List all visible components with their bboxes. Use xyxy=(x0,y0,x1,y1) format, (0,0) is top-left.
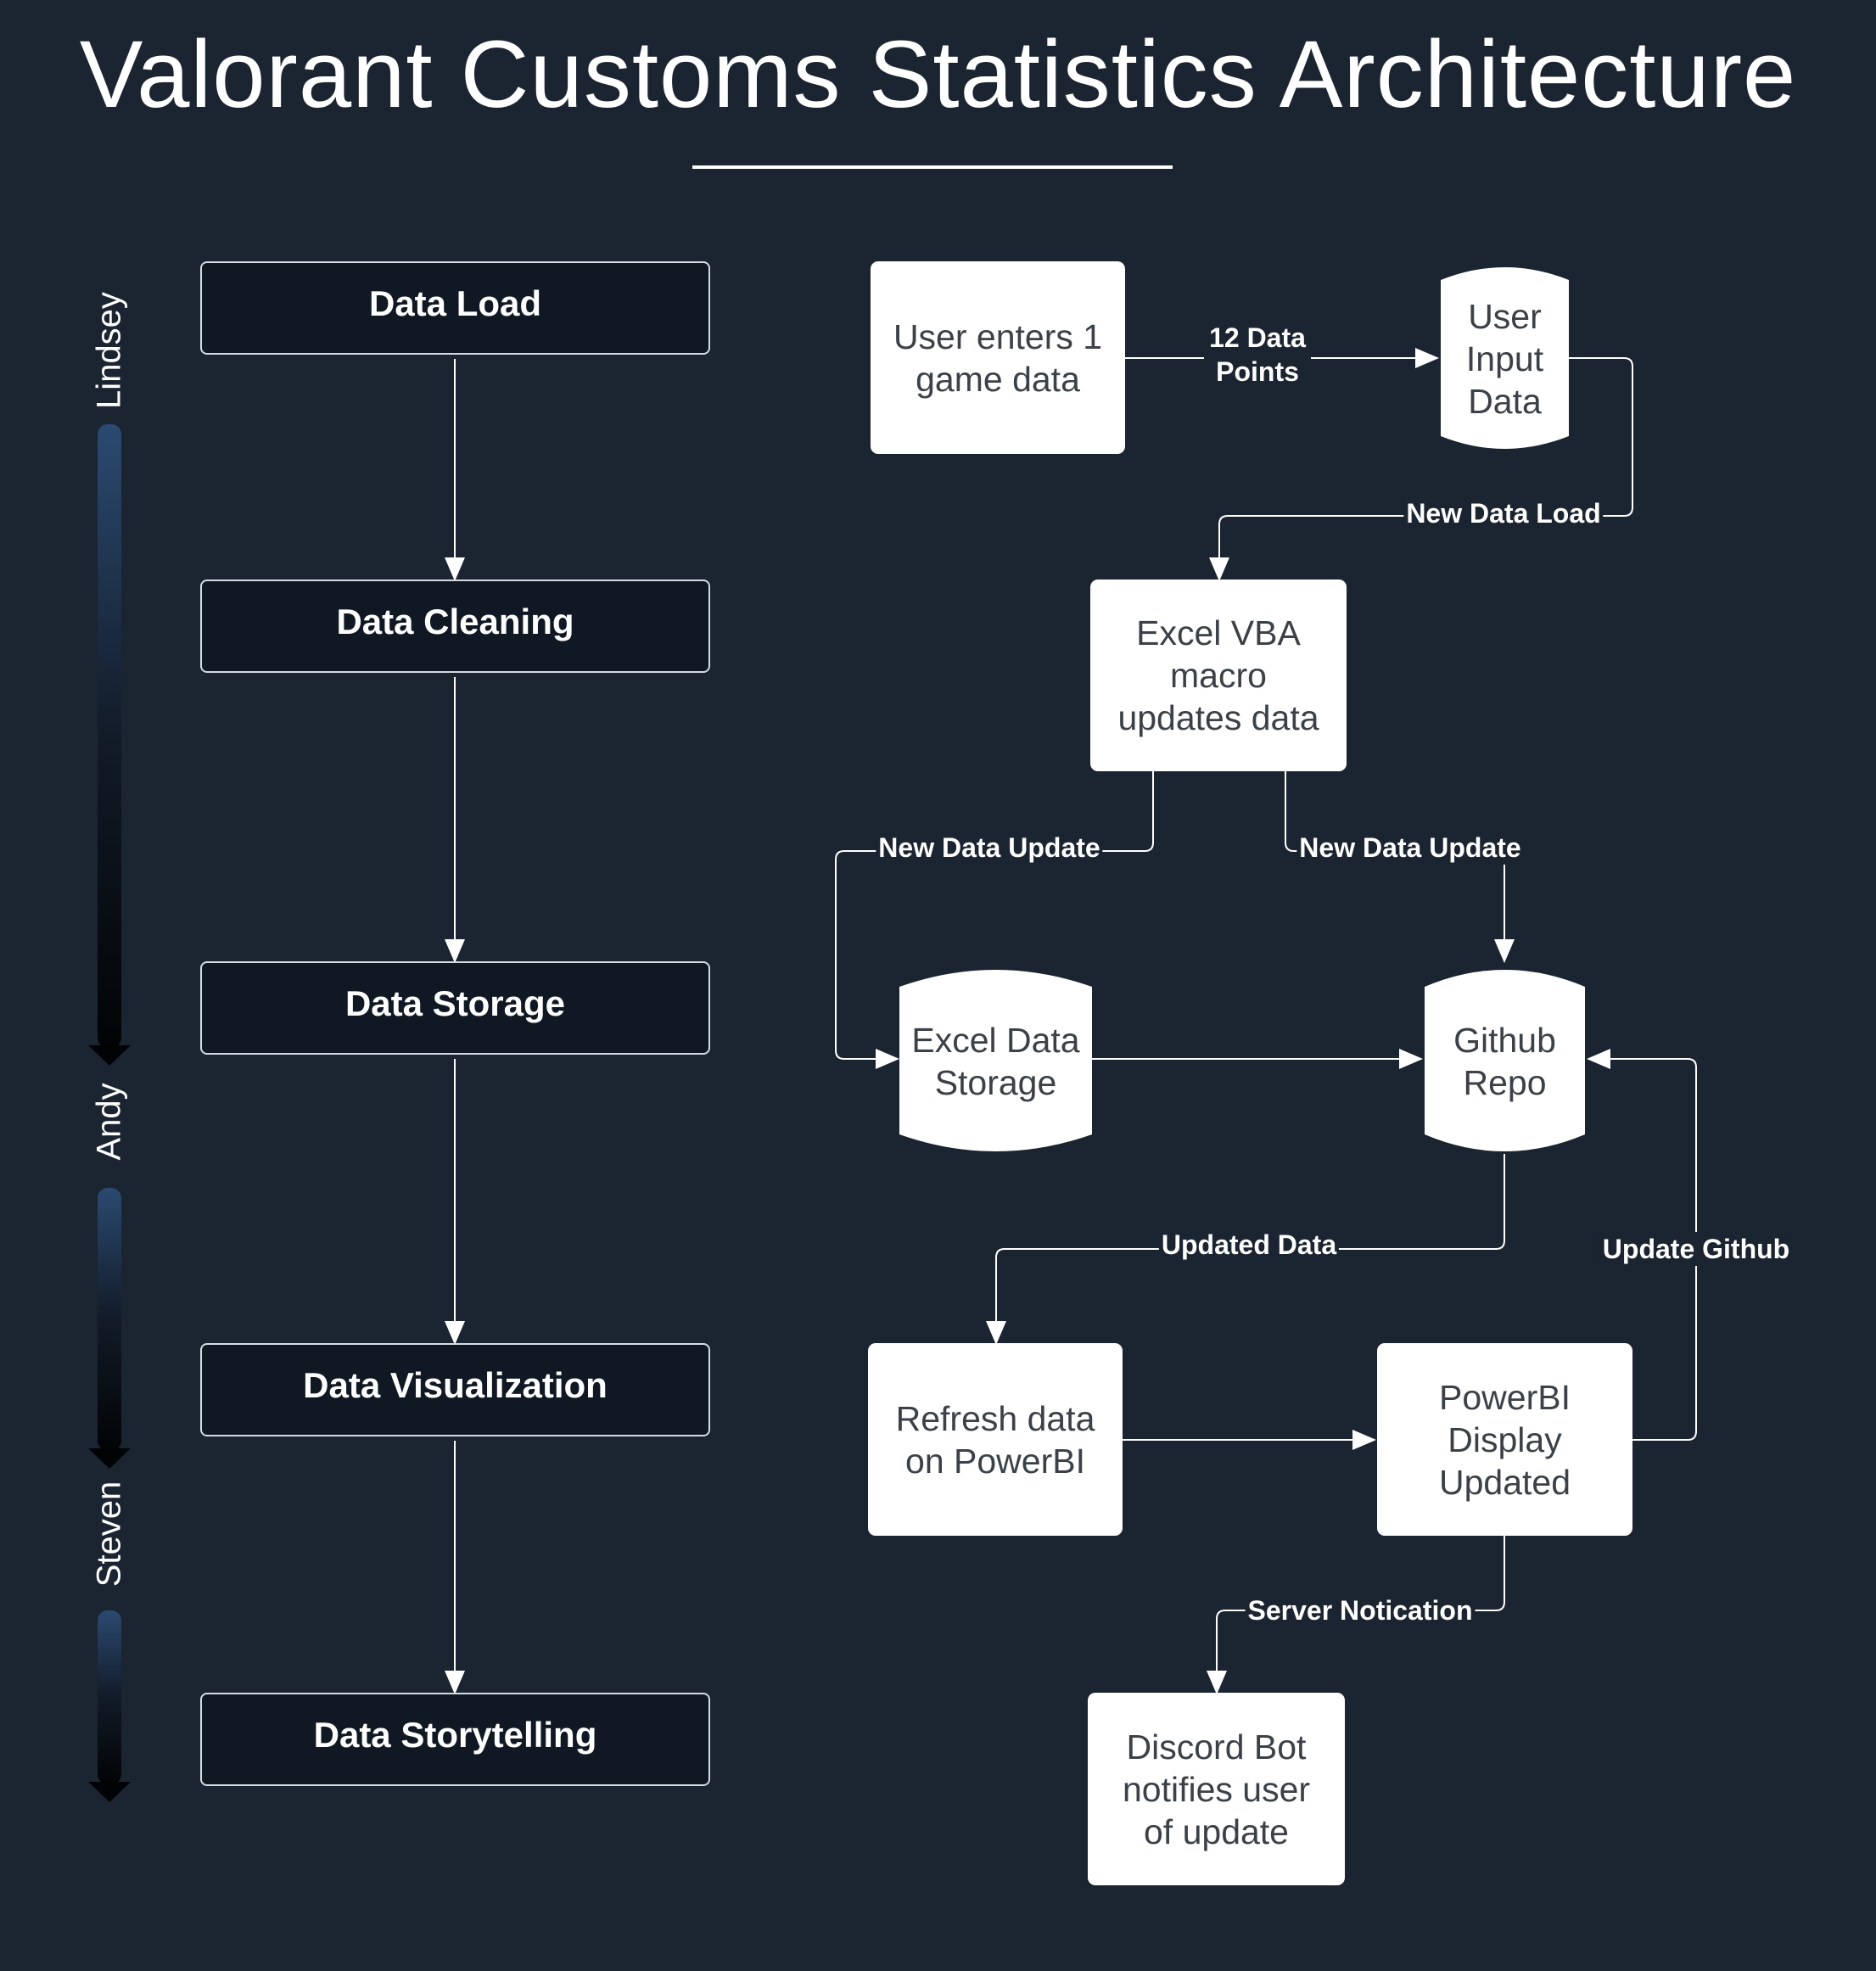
node-user-enters-game-data: User enters 1 game data xyxy=(871,261,1125,454)
edge-input-to-vba xyxy=(1209,357,1633,581)
stage-data-cleaning: Data Cleaning xyxy=(200,580,710,673)
stage-label: Data Cleaning xyxy=(336,602,574,641)
lane-bar-andy xyxy=(88,1188,131,1469)
node-user-input-data: User Input Data xyxy=(1465,296,1544,421)
edge-label-new-data-update-right: New Data Update xyxy=(1296,831,1524,865)
edge-vba-to-github xyxy=(1285,771,1515,963)
stage-label: Data Visualization xyxy=(303,1365,608,1405)
lane-label-steven: Steven xyxy=(90,1481,128,1587)
node-discord-bot: Discord Bot notifies user of update xyxy=(1088,1693,1345,1885)
stage-data-load: Data Load xyxy=(200,261,710,355)
edge-label-new-data-update-left: New Data Update xyxy=(876,831,1103,865)
edge-vba-to-excel-storage xyxy=(835,771,1154,1069)
lane-bar-lindsey xyxy=(88,424,131,1066)
node-excel-vba-macro: Excel VBA macro updates data xyxy=(1090,580,1347,771)
stage-label: Data Load xyxy=(368,283,542,323)
stage-data-visualization: Data Visualization xyxy=(200,1343,710,1436)
edge-label-server-notification: Server Notication xyxy=(1245,1593,1476,1627)
node-excel-data-storage: Excel Data Storage xyxy=(911,1020,1080,1102)
cylinder-excel-storage xyxy=(899,970,1092,1151)
stage-label: Data Storage xyxy=(344,983,566,1023)
edge-label-update-github: Update Github xyxy=(1599,1232,1793,1266)
cylinder-github-repo xyxy=(1425,970,1585,1151)
stage-data-storytelling: Data Storytelling xyxy=(200,1693,710,1786)
edge-label-12-data-points: 12 Data Points xyxy=(1204,321,1311,389)
edge-label-new-data-load: New Data Load xyxy=(1403,496,1604,530)
page-title: Valorant Customs Statistics Architecture xyxy=(79,21,1797,127)
node-github-repo: Github Repo xyxy=(1453,1020,1556,1102)
edge-label-updated-data: Updated Data xyxy=(1158,1228,1340,1262)
stage-data-storage: Data Storage xyxy=(200,961,710,1055)
title-underline xyxy=(692,165,1173,169)
stage-label: Data Storytelling xyxy=(313,1715,597,1755)
node-powerbi-display-updated: PowerBI Display Updated xyxy=(1377,1343,1632,1536)
cylinder-user-input-data xyxy=(1441,267,1569,449)
node-refresh-powerbi: Refresh data on PowerBI xyxy=(868,1343,1123,1536)
lane-bar-steven xyxy=(88,1610,131,1802)
lane-label-lindsey: Lindsey xyxy=(90,292,128,409)
lane-label-andy: Andy xyxy=(90,1083,128,1161)
